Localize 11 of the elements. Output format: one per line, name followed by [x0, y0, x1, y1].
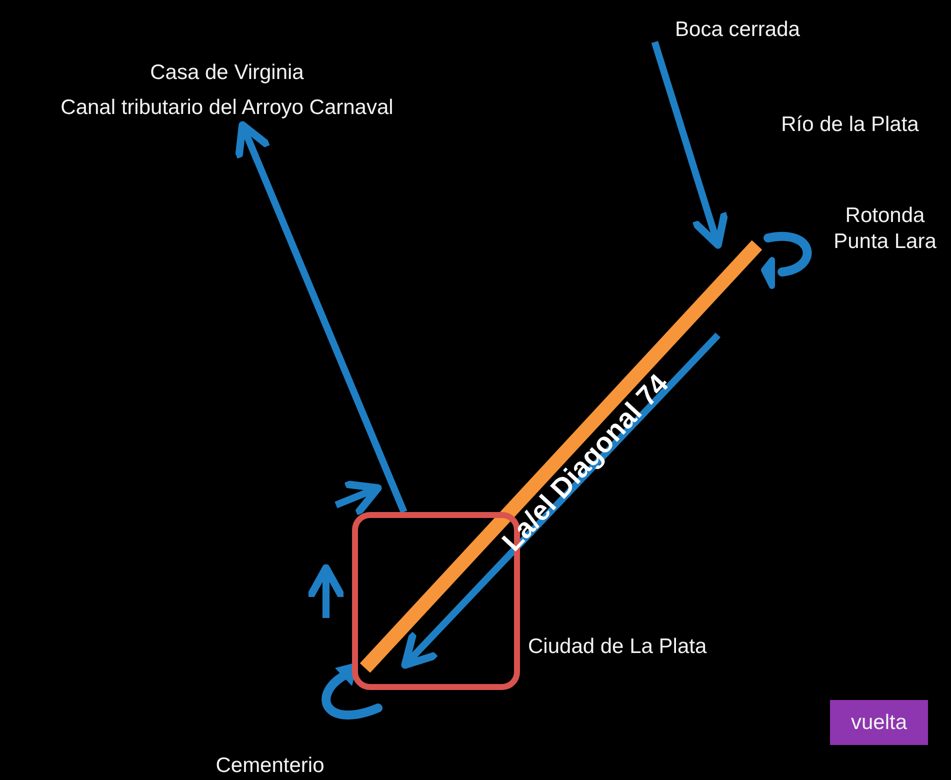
tag-text: vuelta: [850, 710, 908, 736]
tag-box: [830, 700, 928, 745]
place-label: Río de la Plata: [780, 112, 920, 138]
place-name: Boca cerrada: [674, 17, 801, 43]
place-label: Rotonda Punta Lara: [832, 203, 938, 256]
place-label: Ciudad de La Plata: [528, 634, 708, 660]
place-name: Casa de Virginia: [149, 60, 305, 86]
place-name: Canal tributario del Arroyo Carnaval: [60, 95, 394, 121]
arrow: [235, 121, 408, 514]
arrow: [651, 40, 728, 249]
place-label: Cementerio: [214, 753, 326, 779]
